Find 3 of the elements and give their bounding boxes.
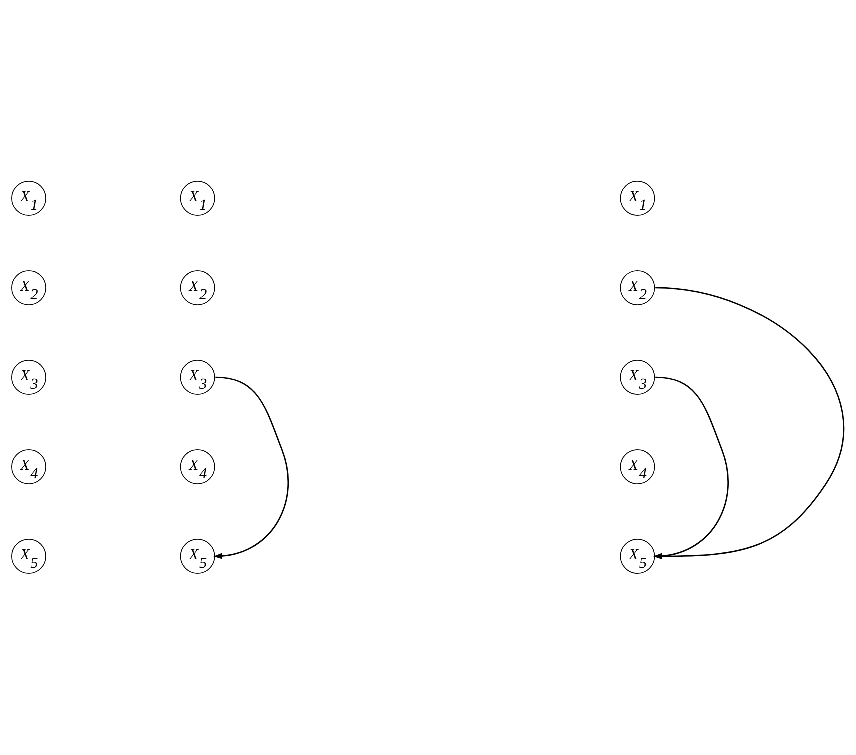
arrow (654, 287, 844, 560)
arrow (214, 376, 289, 560)
arrow (654, 376, 729, 560)
